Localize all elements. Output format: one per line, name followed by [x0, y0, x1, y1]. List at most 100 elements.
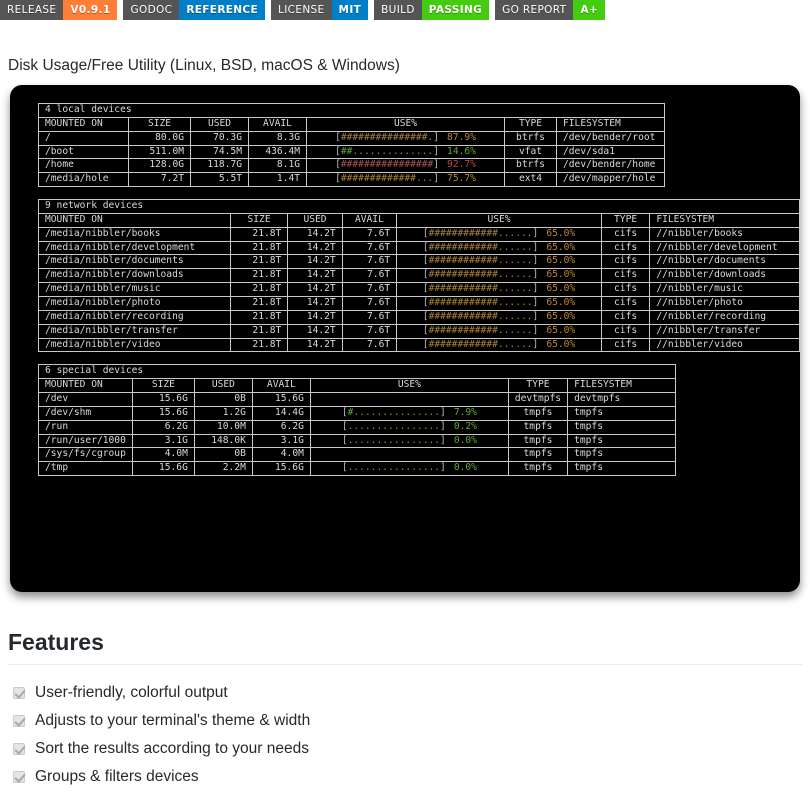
column-header-avail[interactable]: AVAIL: [251, 378, 311, 394]
cell-usage-bar: [################]92.7%: [306, 158, 505, 174]
section-title-row: 4 local devices: [38, 103, 665, 118]
cell-filesystem: //nibbler/documents: [649, 254, 800, 270]
column-header-filesystem[interactable]: FILESYSTEM: [567, 378, 677, 394]
page-title: Disk Usage/Free Utility (Linux, BSD, mac…: [8, 57, 400, 74]
usage-percent: 87.9%: [447, 131, 476, 143]
bar-bracket-close: ]: [532, 296, 539, 308]
bar-empty: ................: [347, 420, 441, 432]
column-header-used[interactable]: USED: [287, 212, 343, 228]
column-header-avail[interactable]: AVAIL: [341, 212, 398, 228]
cell-used: 14.2T: [287, 323, 343, 339]
usage-percent: 92.7%: [447, 159, 476, 171]
cell-avail: 7.6T: [341, 323, 398, 339]
usage-percent: 75.7%: [447, 173, 476, 185]
cell-size: 21.8T: [229, 323, 289, 339]
cell-size: 128.0G: [128, 158, 191, 174]
bar-empty: ......: [497, 255, 533, 267]
cell-avail: 7.6T: [341, 268, 398, 284]
column-header-use[interactable]: USE%: [306, 116, 505, 132]
column-header-size[interactable]: SIZE: [128, 116, 191, 132]
column-header-mounted-on[interactable]: MOUNTED ON: [38, 212, 231, 228]
column-header-use[interactable]: USE%: [309, 378, 509, 394]
column-header-use[interactable]: USE%: [396, 212, 602, 228]
feature-label: Groups & filters devices: [35, 768, 199, 785]
column-header-used[interactable]: USED: [190, 116, 249, 132]
bar-empty: ......: [497, 227, 533, 239]
bar-empty: ......: [497, 338, 533, 350]
badge-label: BUILD: [374, 0, 422, 20]
bar-fill: ############: [428, 283, 498, 295]
cell-used: 14.2T: [287, 254, 343, 270]
cell-avail: 7.6T: [341, 337, 398, 353]
cell-avail: 15.6G: [251, 392, 311, 407]
column-header-type[interactable]: TYPE: [600, 212, 651, 228]
cell-usage-bar: [309, 447, 509, 463]
section-title: 4 local devices: [38, 103, 665, 118]
cell-avail: 6.2G: [251, 419, 311, 435]
bar-bracket-close: ]: [433, 173, 440, 185]
cell-mounted-on: /media/hole: [38, 172, 129, 188]
cell-filesystem: /dev/bender/home: [556, 158, 665, 174]
cell-filesystem: tmpfs: [567, 419, 677, 435]
column-header-used[interactable]: USED: [193, 378, 253, 394]
cell-used: 14.2T: [287, 240, 343, 256]
bar-bracket-close: ]: [433, 145, 440, 157]
cell-mounted-on: /media/nibbler/video: [38, 337, 231, 353]
column-header-size[interactable]: SIZE: [229, 212, 289, 228]
bar-fill: ############: [428, 269, 498, 281]
cell-usage-bar: [................]0.0%: [309, 461, 509, 477]
cell-used: 14.2T: [287, 309, 343, 325]
cell-used: 0B: [193, 447, 253, 463]
cell-usage-bar: [############......]65.0%: [396, 309, 602, 325]
bar-empty: ..............: [352, 145, 434, 157]
cell-type: cifs: [600, 240, 651, 256]
cell-mounted-on: /media/nibbler/documents: [38, 254, 231, 270]
cell-size: 80.0G: [128, 130, 191, 146]
cell-mounted-on: /media/nibbler/books: [38, 226, 231, 242]
cell-usage-bar: [############......]65.0%: [396, 337, 602, 353]
cell-avail: 7.6T: [341, 254, 398, 270]
feature-item: User-friendly, colorful output: [8, 679, 810, 707]
badge-label: LICENSE: [271, 0, 332, 20]
bar-bracket-close: ]: [440, 406, 446, 418]
column-header-mounted-on[interactable]: MOUNTED ON: [38, 378, 133, 394]
cell-mounted-on: /media/nibbler/music: [38, 282, 231, 297]
cell-mounted-on: /media/nibbler/recording: [38, 309, 231, 325]
column-header-type[interactable]: TYPE: [504, 116, 557, 132]
column-header-mounted-on[interactable]: MOUNTED ON: [38, 116, 129, 132]
bar-bracket-close: ]: [440, 462, 446, 474]
badge-value: MIT: [331, 0, 369, 20]
cell-size: 3.1G: [131, 433, 195, 449]
badge-label: RELEASE: [0, 0, 64, 20]
column-header-size[interactable]: SIZE: [131, 378, 195, 394]
column-header-avail[interactable]: AVAIL: [248, 116, 307, 132]
column-header-filesystem[interactable]: FILESYSTEM: [556, 116, 665, 132]
bar-bracket-open: [: [341, 406, 348, 418]
column-header-filesystem[interactable]: FILESYSTEM: [649, 212, 800, 228]
cell-filesystem: //nibbler/photo: [649, 295, 800, 311]
bar-fill: ############: [428, 310, 498, 322]
cell-filesystem: /dev/sda1: [556, 144, 665, 160]
cell-filesystem: /dev/mapper/hole: [556, 172, 665, 188]
cell-used: 2.2M: [193, 461, 253, 477]
column-header-type[interactable]: TYPE: [507, 378, 569, 394]
feature-label: User-friendly, colorful output: [35, 684, 228, 701]
